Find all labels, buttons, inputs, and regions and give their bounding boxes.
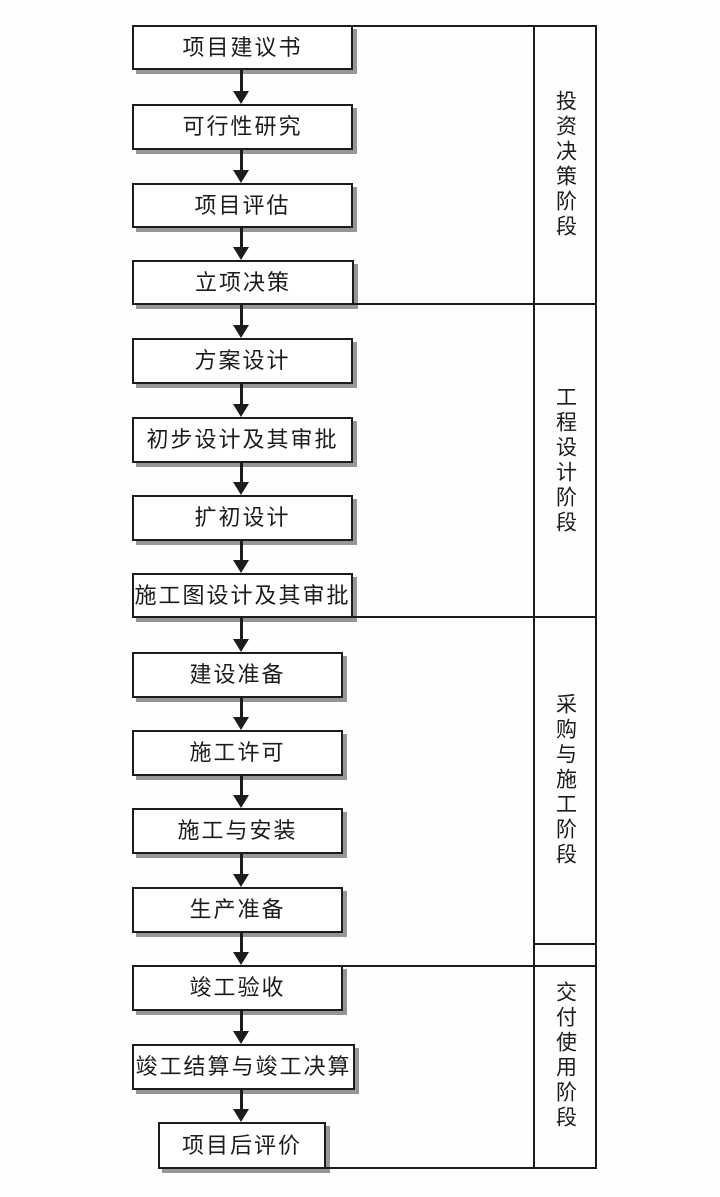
flow-step-label: 生产准备: [189, 897, 286, 922]
phase-label: 投资决策阶段: [553, 90, 578, 240]
flow-step-label: 施工与安装: [177, 818, 298, 843]
flow-step-label: 竣工验收: [189, 975, 286, 1000]
arrow-down-icon: [233, 541, 249, 573]
connector-line: [324, 1167, 597, 1169]
arrow-down-icon: [233, 618, 249, 652]
flow-step-construction-drawing-design-approval: 施工图设计及其审批: [132, 573, 353, 618]
flow-step-label: 项目建议书: [182, 34, 303, 60]
flow-step-label: 竣工结算与竣工决算: [135, 1054, 352, 1079]
phase-label: 采购与施工阶段: [553, 693, 578, 868]
flow-step-project-proposal: 项目建议书: [132, 25, 353, 70]
arrow-down-icon: [233, 228, 249, 260]
flow-step-label: 项目后评价: [181, 1132, 302, 1158]
connector-line: [341, 965, 597, 967]
flow-step-construction-installation: 施工与安装: [132, 808, 343, 854]
flow-step-feasibility-study: 可行性研究: [132, 104, 353, 150]
flow-step-label: 初步设计及其审批: [146, 427, 339, 452]
connector-line: [352, 303, 535, 305]
flow-step-label: 可行性研究: [182, 114, 303, 139]
flow-step-construction-permit: 施工许可: [132, 730, 343, 776]
arrow-down-icon: [233, 70, 249, 104]
arrow-down-icon: [233, 854, 249, 887]
flow-step-label: 立项决策: [194, 269, 291, 295]
arrow-down-icon: [233, 150, 249, 183]
phase-label: 工程设计阶段: [553, 385, 578, 536]
flow-step-preliminary-design-approval: 初步设计及其审批: [132, 417, 353, 463]
flow-step-approval-decision: 立项决策: [132, 260, 354, 305]
arrow-down-icon: [233, 384, 249, 417]
flow-step-construction-preparation: 建设准备: [132, 652, 343, 698]
flow-step-scheme-design: 方案设计: [132, 338, 353, 384]
phase-label: 交付使用阶段: [553, 981, 578, 1131]
flow-step-label: 项目评估: [194, 192, 291, 218]
flow-step-project-evaluation: 项目评估: [132, 183, 353, 228]
flow-step-post-project-evaluation: 项目后评价: [158, 1122, 326, 1169]
flow-step-label: 扩初设计: [194, 505, 291, 530]
phase-cell-engineering-design: 工程设计阶段: [533, 303, 597, 618]
flow-step-completion-settlement: 竣工结算与竣工决算: [132, 1044, 355, 1090]
connector-line: [341, 616, 535, 618]
arrow-down-icon: [233, 463, 249, 495]
flow-step-completion-acceptance: 竣工验收: [132, 965, 343, 1011]
arrow-down-icon: [233, 933, 249, 965]
phase-cell-investment-decision: 投资决策阶段: [533, 25, 597, 305]
flow-step-production-preparation: 生产准备: [132, 887, 343, 933]
flow-step-label: 施工许可: [189, 740, 286, 765]
flow-step-label: 方案设计: [194, 348, 291, 373]
flow-step-label: 建设准备: [189, 662, 286, 687]
arrow-down-icon: [233, 698, 249, 730]
arrow-down-icon: [233, 1011, 249, 1044]
flow-step-label: 施工图设计及其审批: [134, 582, 351, 608]
connector-line: [351, 25, 535, 27]
phase-cell-procurement-construction: 采购与施工阶段: [533, 616, 597, 945]
phase-cell-handover-use: 交付使用阶段: [533, 943, 597, 1169]
arrow-down-icon: [233, 776, 249, 808]
arrow-down-icon: [233, 1090, 249, 1122]
flow-step-expanded-preliminary-design: 扩初设计: [132, 495, 353, 541]
arrow-down-icon: [233, 305, 249, 338]
